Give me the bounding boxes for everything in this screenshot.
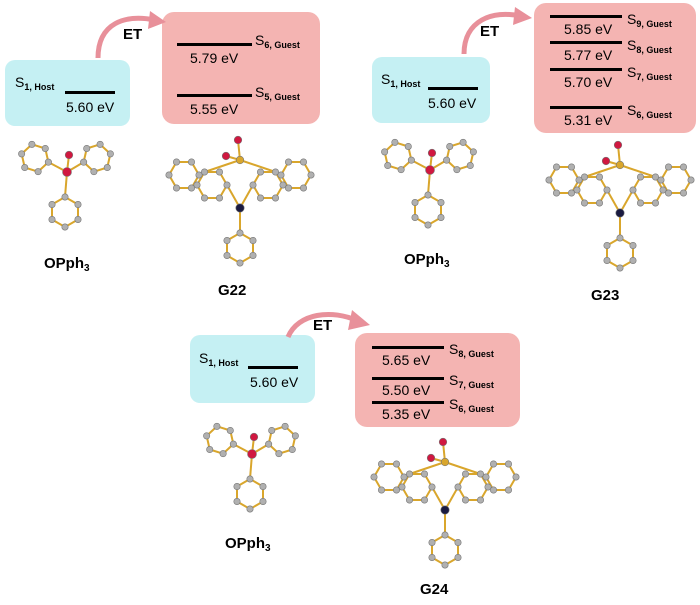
guest-molecule-name: G24 bbox=[420, 581, 449, 598]
guest-energy-level bbox=[372, 346, 444, 349]
host-energy-value: 5.60 eV bbox=[66, 99, 115, 115]
g23-molecule-structure bbox=[545, 140, 695, 272]
guest-state-label: S7, Guest bbox=[627, 64, 672, 82]
guest-state-label: S9, Guest bbox=[627, 11, 672, 29]
guest-energy-value: 5.55 eV bbox=[190, 101, 239, 117]
guest-energy-level bbox=[372, 377, 444, 380]
guest-energy-level bbox=[177, 94, 252, 97]
opph3-molecule-structure bbox=[203, 422, 299, 513]
g24-molecule-structure bbox=[370, 437, 520, 569]
g22-molecule-structure bbox=[165, 135, 315, 267]
host-energy-box bbox=[372, 57, 490, 123]
et-label: ET bbox=[123, 26, 143, 43]
energy-transfer-arrow bbox=[461, 7, 532, 55]
host-energy-value: 5.60 eV bbox=[428, 95, 477, 111]
guest-state-label: S5, Guest bbox=[255, 84, 300, 102]
guest-energy-box bbox=[162, 12, 320, 124]
host-energy-box bbox=[190, 335, 315, 403]
host-state-label: S1, Host bbox=[15, 74, 55, 92]
host-energy-level bbox=[65, 91, 115, 94]
guest-energy-level bbox=[550, 68, 622, 71]
opph3-molecule-structure bbox=[18, 140, 114, 231]
guest-state-label: S8, Guest bbox=[449, 341, 494, 359]
guest-state-label: S6, Guest bbox=[627, 102, 672, 120]
opph3-molecule-structure bbox=[381, 138, 477, 229]
guest-state-label: S8, Guest bbox=[627, 37, 672, 55]
guest-energy-level bbox=[177, 43, 252, 46]
host-molecule-name: OPph3 bbox=[225, 535, 271, 554]
host-state-label: S1, Host bbox=[199, 350, 239, 368]
guest-energy-level bbox=[550, 41, 622, 44]
guest-energy-value: 5.85 eV bbox=[564, 21, 613, 37]
guest-energy-level bbox=[550, 15, 622, 18]
et-label: ET bbox=[480, 23, 500, 40]
guest-energy-level bbox=[550, 106, 622, 109]
host-molecule-name: OPph3 bbox=[44, 255, 90, 274]
guest-energy-value: 5.35 eV bbox=[382, 406, 431, 422]
host-energy-value: 5.60 eV bbox=[250, 374, 299, 390]
host-energy-level bbox=[428, 87, 478, 90]
host-molecule-name: OPph3 bbox=[404, 251, 450, 270]
guest-state-label: S7, Guest bbox=[449, 372, 494, 390]
energy-transfer-arrow bbox=[285, 310, 370, 339]
host-state-label: S1, Host bbox=[381, 71, 421, 89]
guest-energy-level bbox=[372, 401, 444, 404]
host-energy-level bbox=[248, 366, 298, 369]
guest-molecule-name: G23 bbox=[591, 287, 620, 304]
guest-state-label: S6, Guest bbox=[255, 32, 300, 50]
et-label: ET bbox=[313, 317, 333, 334]
guest-molecule-name: G22 bbox=[218, 282, 247, 299]
guest-energy-value: 5.31 eV bbox=[564, 112, 613, 128]
guest-energy-value: 5.77 eV bbox=[564, 47, 613, 63]
guest-energy-value: 5.50 eV bbox=[382, 382, 431, 398]
guest-energy-value: 5.79 eV bbox=[190, 50, 239, 66]
guest-energy-value: 5.65 eV bbox=[382, 352, 431, 368]
guest-energy-value: 5.70 eV bbox=[564, 74, 613, 90]
energy-transfer-arrow bbox=[95, 11, 166, 59]
guest-state-label: S6, Guest bbox=[449, 396, 494, 414]
